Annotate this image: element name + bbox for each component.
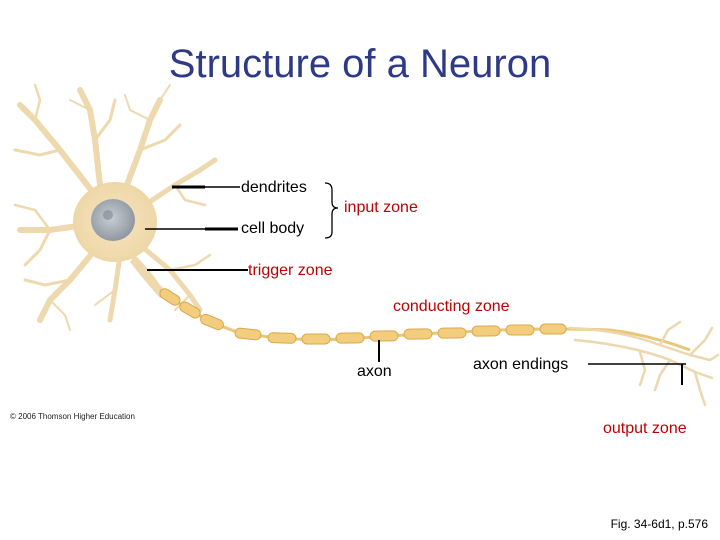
label-conducting-zone: conducting zone — [393, 298, 510, 315]
label-cell-body: cell body — [241, 220, 305, 237]
label-axon: axon — [357, 363, 392, 380]
label-axon-endings: axon endings — [473, 356, 569, 373]
figure-reference: Fig. 34-6d1, p.576 — [610, 517, 708, 531]
label-output-zone: output zone — [603, 420, 687, 437]
dendrites — [13, 83, 218, 331]
label-dendrites: dendrites — [241, 179, 307, 196]
label-input-zone: input zone — [344, 199, 418, 216]
leader-lines — [145, 182, 686, 385]
page-title: Structure of a Neuron — [168, 42, 552, 86]
trigger-zone-hillock — [130, 255, 168, 298]
label-trigger-zone: trigger zone — [248, 262, 333, 279]
axon-fiber — [159, 288, 691, 352]
axon-endings — [568, 320, 720, 407]
copyright-notice: © 2006 Thomson Higher Education — [10, 412, 135, 421]
